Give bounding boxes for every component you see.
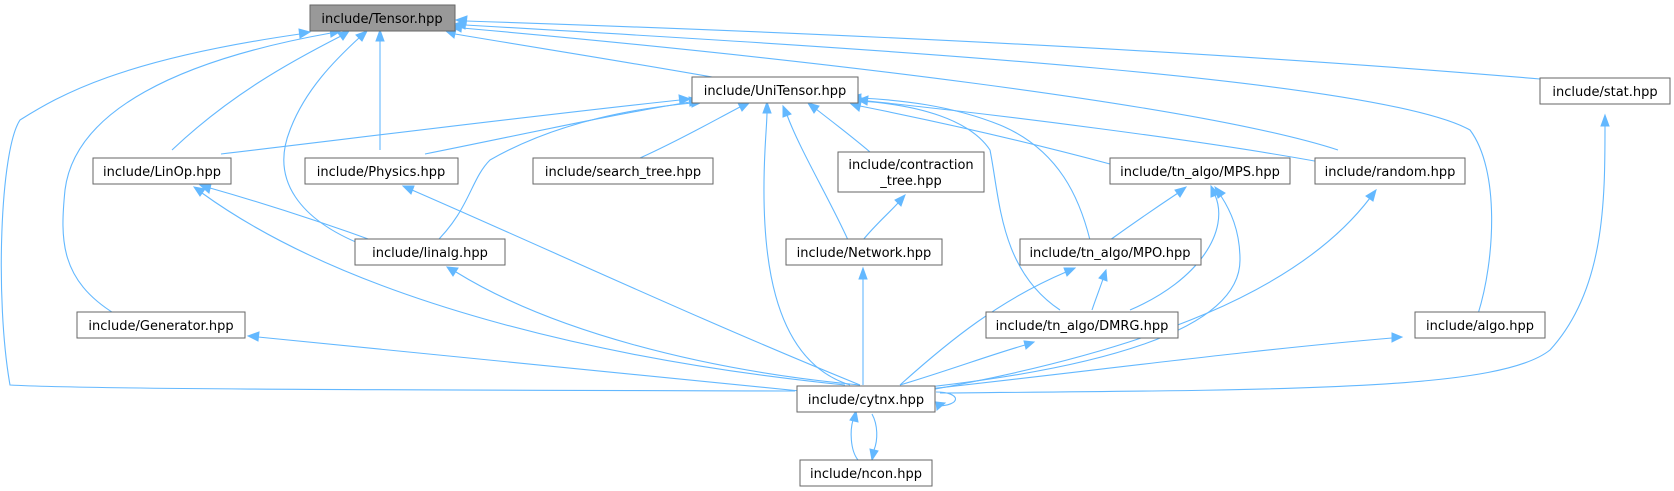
edge-cytnx-to-linalg xyxy=(446,266,861,386)
node-label: include/algo.hpp xyxy=(1426,319,1534,334)
node-label: include/tn_algo/MPO.hpp xyxy=(1029,246,1190,261)
node-contraction-tree[interactable]: include/contraction _tree.hpp xyxy=(837,151,985,193)
node-unitensor[interactable]: include/UniTensor.hpp xyxy=(691,76,859,104)
edge-cytnx-to-algo xyxy=(919,332,1404,391)
node-label: include/linalg.hpp xyxy=(372,246,488,261)
edge-cytnx-to-physics xyxy=(401,185,861,386)
edge-cytnx-to-stat xyxy=(939,113,1610,394)
edge-network-to-unitensor xyxy=(782,104,849,241)
node-linalg[interactable]: include/linalg.hpp xyxy=(354,238,506,266)
edge-algo-to-tensor xyxy=(453,19,1493,315)
edge-cytnx-to-unitensor xyxy=(762,100,851,386)
edge-ncon-to-cytnx xyxy=(849,409,859,461)
edge-linop-to-unitensor xyxy=(220,94,692,155)
edge-search-tree-to-unitensor xyxy=(639,102,751,159)
node-tensor[interactable]: include/Tensor.hpp xyxy=(309,4,456,32)
node-mpo[interactable]: include/tn_algo/MPO.hpp xyxy=(1019,238,1202,266)
node-label: include/cytnx.hpp xyxy=(808,393,924,408)
edge-unitensor-to-tensor xyxy=(444,28,741,83)
node-physics[interactable]: include/Physics.hpp xyxy=(304,157,459,185)
edge-physics-to-tensor xyxy=(375,28,385,151)
edge-cytnx-to-random xyxy=(929,188,1377,391)
node-cytnx[interactable]: include/cytnx.hpp xyxy=(796,385,936,413)
edge-cytnx-to-generator xyxy=(246,331,801,392)
node-generator[interactable]: include/Generator.hpp xyxy=(76,311,246,339)
edge-cytnx-self-loop xyxy=(935,391,956,411)
edge-cytnx-to-linop xyxy=(192,186,846,386)
node-ncon[interactable]: include/ncon.hpp xyxy=(799,459,933,487)
edge-dmrg-to-unitensor xyxy=(848,96,1061,311)
edge-random-to-tensor xyxy=(450,22,1339,151)
node-label: include/Network.hpp xyxy=(797,246,932,261)
edges xyxy=(0,15,1610,462)
edge-cytnx-to-mps xyxy=(899,185,1241,391)
node-label: include/random.hpp xyxy=(1325,165,1456,180)
edge-contraction-tree-to-unitensor xyxy=(806,102,871,153)
edge-cytnx-to-tensor xyxy=(0,28,796,392)
node-label: include/UniTensor.hpp xyxy=(704,84,847,99)
node-label-line-1: include/contraction xyxy=(848,158,973,173)
edge-linop-to-tensor xyxy=(171,30,351,151)
node-label-line-2: _tree.hpp xyxy=(879,174,942,189)
edge-cytnx-to-dmrg xyxy=(899,340,1036,386)
node-label: include/Tensor.hpp xyxy=(321,12,442,27)
edge-mpo-to-mps xyxy=(1109,186,1188,241)
node-algo[interactable]: include/algo.hpp xyxy=(1414,311,1546,339)
node-search-tree[interactable]: include/search_tree.hpp xyxy=(532,157,714,185)
edge-physics-to-unitensor xyxy=(424,96,702,155)
node-label: include/ncon.hpp xyxy=(810,467,922,482)
node-label: include/Physics.hpp xyxy=(317,165,445,180)
node-label: include/LinOp.hpp xyxy=(103,165,221,180)
nodes: include/Tensor.hpp include/UniTensor.hpp… xyxy=(76,4,1671,487)
node-label: include/search_tree.hpp xyxy=(545,165,701,180)
edge-dmrg-to-mpo xyxy=(1091,268,1108,311)
node-label: include/tn_algo/DMRG.hpp xyxy=(996,319,1169,334)
edge-stat-to-tensor xyxy=(454,15,1541,80)
edge-cytnx-to-ncon xyxy=(869,413,879,462)
edge-cytnx-to-mpo xyxy=(899,267,1077,386)
node-mps[interactable]: include/tn_algo/MPS.hpp xyxy=(1109,157,1291,185)
node-random[interactable]: include/random.hpp xyxy=(1314,157,1466,185)
edge-network-to-contraction-tree xyxy=(862,193,906,241)
node-label: include/stat.hpp xyxy=(1552,85,1657,100)
node-label: include/Generator.hpp xyxy=(88,319,233,334)
edge-cytnx-to-network xyxy=(858,266,868,385)
node-dmrg[interactable]: include/tn_algo/DMRG.hpp xyxy=(985,311,1179,339)
node-network[interactable]: include/Network.hpp xyxy=(785,238,943,266)
edge-linalg-to-tensor xyxy=(283,30,369,246)
node-linop[interactable]: include/LinOp.hpp xyxy=(92,157,232,185)
node-label: include/tn_algo/MPS.hpp xyxy=(1120,165,1280,180)
node-stat[interactable]: include/stat.hpp xyxy=(1539,77,1671,105)
